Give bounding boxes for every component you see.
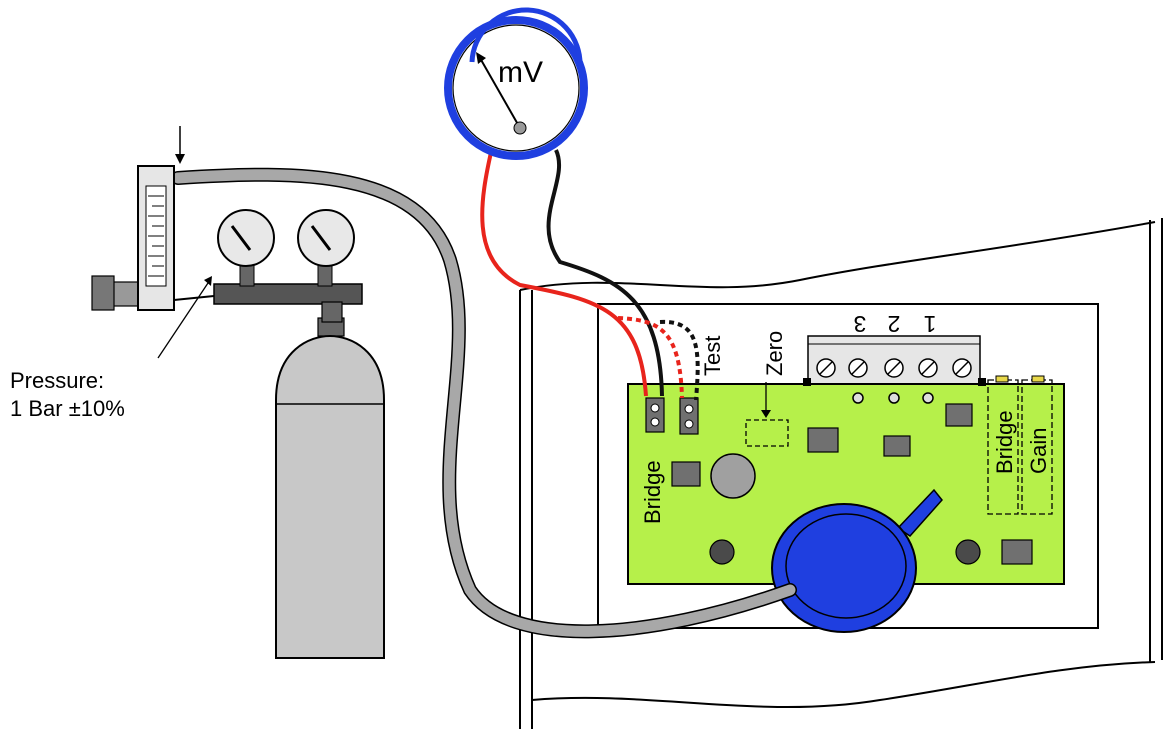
- meter-label: mV: [498, 56, 543, 89]
- pad-icon: [852, 392, 864, 404]
- meter-needle-icon: [479, 57, 521, 129]
- gas-sensor: [771, 488, 943, 633]
- terminal-label-3: 3: [854, 311, 867, 337]
- terminal-label-2: 2: [888, 311, 901, 337]
- pressure-regulator: [213, 209, 363, 323]
- component-chip: [945, 403, 973, 427]
- zero-label: Zero: [762, 331, 787, 376]
- terminal-screw-icon: [816, 358, 972, 378]
- gas-cylinder: [275, 317, 385, 659]
- terminal-block: 3 2 1: [807, 311, 981, 385]
- meter-leads: [480, 147, 700, 401]
- zero-pot: [745, 419, 789, 447]
- component-chip: [671, 461, 701, 487]
- pressure-label: Pressure:: [10, 368, 104, 393]
- capacitor-icon: [710, 453, 756, 499]
- pad-icon: [888, 392, 900, 404]
- gain-pot-label: Gain: [1026, 428, 1051, 474]
- pressure-gauge-icon: [297, 209, 355, 267]
- bridge-label: Bridge: [640, 460, 665, 524]
- mounting-hole-icon: [709, 539, 735, 565]
- test-connector: [679, 397, 699, 435]
- pad-icon: [922, 392, 934, 404]
- pressure-gauge-icon: [217, 209, 275, 267]
- millivolt-meter: [444, 7, 588, 160]
- test-label: Test: [700, 336, 725, 376]
- component-chip: [1001, 539, 1033, 565]
- component-chip: [807, 427, 839, 453]
- bridge-pot-label: Bridge: [992, 410, 1017, 474]
- mounting-hole-icon: [955, 539, 981, 565]
- pressure-arrow: [157, 279, 211, 359]
- pressure-value: 1 Bar ±10%: [10, 396, 125, 421]
- bridge-connector: [645, 397, 665, 433]
- terminal-label-1: 1: [924, 311, 937, 337]
- component-chip: [883, 435, 911, 457]
- flow-meter: [91, 165, 215, 311]
